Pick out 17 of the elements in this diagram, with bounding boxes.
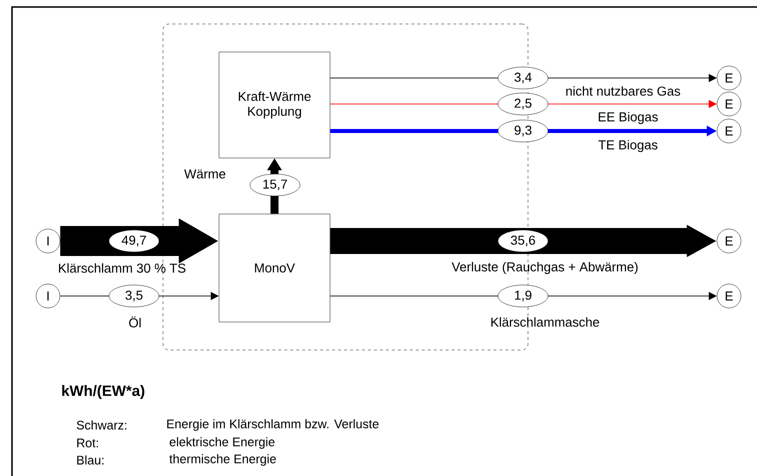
flow-label: nicht nutzbares Gas (566, 86, 680, 96)
legend-text: Blau: (77, 455, 104, 465)
legend-text: Rot: (77, 438, 98, 448)
flow-label: Verluste (Rauchgas + Abwärme) (452, 262, 638, 274)
flow-label: TE Biogas (598, 140, 658, 152)
flow-label: Wärme (184, 169, 226, 178)
process-box: Kraft-Wärme Kopplung (218, 52, 330, 158)
unit-heading: kWh/(EW*a) (62, 385, 144, 399)
flow-label: Klärschlamm 30 % TS (59, 263, 186, 273)
flow-label: EE Biogas (598, 112, 658, 124)
legend-text: Schwarz: (76, 420, 126, 430)
legend-text: Energie im Klärschlamm bzw. Verluste (167, 419, 379, 431)
legend-text: thermische Energie (169, 454, 276, 466)
legend-text: elektrische Energie (170, 437, 275, 449)
process-box: MonoV (218, 214, 330, 322)
flow-label: Klärschlammasche (491, 317, 600, 327)
flow-label: Öl (129, 316, 141, 328)
